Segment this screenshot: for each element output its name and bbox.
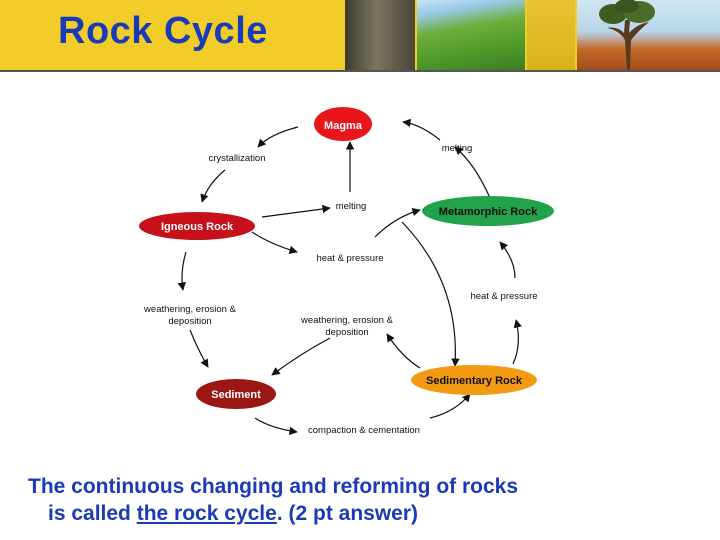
arrow-right-heat-to-metamorphic [499, 241, 516, 279]
label-melting-top: melting [442, 143, 473, 154]
yellow-panel [527, 0, 575, 70]
arrow-magma-to-crystallization [257, 126, 299, 148]
node-sedimentary-label: Sedimentary Rock [426, 375, 523, 387]
slide-header: Rock Cycle [0, 0, 720, 72]
slide-title: Rock Cycle [58, 10, 268, 52]
definition-line-2: is called the rock cycle. (2 pt answer) [28, 502, 418, 525]
node-magma: Magma [314, 107, 372, 141]
node-magma-label: Magma [324, 120, 363, 132]
arrow-top-melting-to-magma [402, 118, 441, 141]
label-weathering-left-1: weathering, erosion & [143, 304, 237, 315]
arrow-metamorphic-to-top-melting [454, 146, 491, 199]
label-compaction: compaction & cementation [308, 425, 420, 436]
arrow-center-heat-to-metamorphic [374, 207, 421, 238]
arrow-compaction-to-sedimentary [429, 393, 471, 419]
definition-line-1: The continuous changing and reforming of… [28, 475, 519, 498]
node-sediment: Sediment [196, 379, 276, 409]
arrow-center-weathering-to-sediment [271, 337, 331, 376]
arrow-metamorphic-to-sedimentary-long [401, 221, 460, 367]
definition-prefix: is called [48, 502, 137, 525]
label-crystallization: crystallization [208, 153, 265, 164]
tree-icon [599, 0, 655, 70]
definition-text: The continuous changing and reforming of… [28, 473, 708, 527]
arrow-sediment-to-compaction [254, 417, 298, 436]
arrow-igneous-to-center-heat [251, 231, 298, 254]
node-metamorphic-label: Metamorphic Rock [439, 206, 538, 218]
label-weathering-center-1: weathering, erosion & [300, 315, 394, 326]
node-sediment-label: Sediment [211, 389, 261, 401]
label-melting-center: melting [336, 201, 367, 212]
arrow-igneous-to-center-melting [261, 204, 331, 218]
arrow-sedimentary-to-center-weathering [386, 333, 421, 369]
label-heat-pressure-center: heat & pressure [316, 253, 383, 264]
arrow-crystallization-to-igneous [200, 169, 226, 203]
node-sedimentary-rock: Sedimentary Rock [411, 365, 537, 395]
green-hills-photo [417, 0, 525, 70]
key-term: the rock cycle [136, 502, 277, 525]
node-igneous-label: Igneous Rock [161, 221, 234, 233]
label-weathering-left-2: deposition [168, 316, 211, 327]
rock-cycle-diagram: Magma Igneous Rock Metamorphic Rock Sedi… [139, 107, 554, 436]
rock-texture-photo [345, 0, 415, 70]
arrow-left-weathering-to-sediment [189, 329, 209, 368]
arrow-igneous-to-left-weathering [177, 251, 187, 291]
node-metamorphic-rock: Metamorphic Rock [422, 196, 554, 226]
definition-suffix: . (2 pt answer) [276, 502, 419, 525]
label-heat-pressure-right: heat & pressure [470, 291, 537, 302]
label-weathering-center-2: deposition [325, 327, 368, 338]
node-igneous-rock: Igneous Rock [139, 212, 255, 240]
arrow-sedimentary-to-right-heat [512, 319, 522, 365]
header-photo-strip [345, 0, 720, 70]
